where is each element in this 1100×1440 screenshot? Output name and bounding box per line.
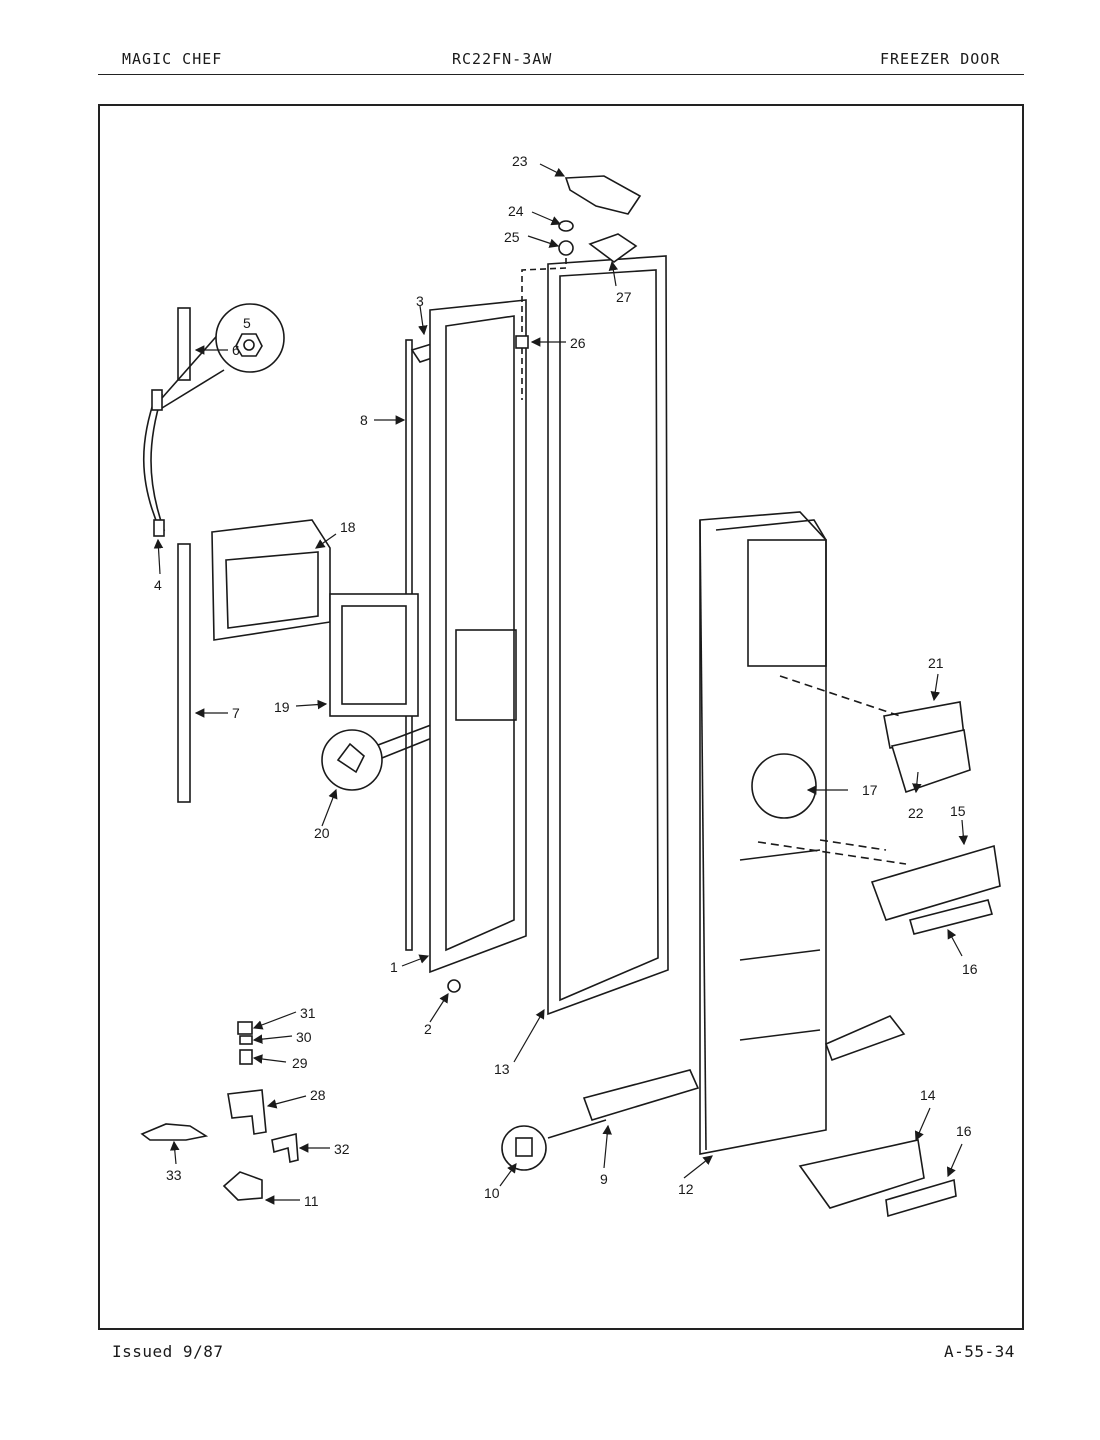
callout-22: 22 [908,805,924,821]
part-20-knob-detail [321,729,383,791]
callout-14: 14 [920,1087,936,1103]
part-11-hinge-cover [222,1171,263,1201]
section-title: FREEZER DOOR [880,50,1001,68]
callout-31: 31 [300,1005,316,1021]
callout-21: 21 [928,655,944,671]
callout-18: 18 [340,519,356,535]
part-31-cap [237,1021,253,1035]
part-29-pin [239,1049,253,1065]
part-33-hinge-plate [140,1123,209,1141]
part-10-switch-detail [501,1125,547,1171]
part-26-nut [515,335,529,349]
callout-17: 17 [862,782,878,798]
part-24-washer [558,220,574,232]
part-32-bracket [271,1132,299,1163]
callout-13: 13 [494,1061,510,1077]
part-6-trim-strip [177,307,191,381]
callout-25: 25 [504,229,520,245]
callout-4: 4 [154,577,162,593]
callout-16-upper: 16 [962,961,978,977]
callout-12: 12 [678,1181,694,1197]
part-2-plug [447,979,461,993]
callout-8: 8 [360,412,368,428]
part-18-frame [211,519,331,641]
part-23-top-hinge [564,175,642,215]
callout-5: 5 [243,315,251,331]
callout-15: 15 [950,803,966,819]
callout-11: 11 [304,1193,319,1209]
callout-20: 20 [314,825,330,841]
part-12-door-panel [699,511,827,1155]
callout-30: 30 [296,1029,312,1045]
part-5-nut-detail [215,303,285,373]
diagram-code: A-55-34 [944,1342,1015,1361]
model-number: RC22FN-3AW [452,50,553,68]
callout-32: 32 [334,1141,350,1157]
issued-date: Issued 9/87 [112,1342,224,1361]
part-16-bin-trim-lower [885,1178,957,1218]
callout-9: 9 [600,1171,608,1187]
callout-3: 3 [416,293,424,309]
part-30-spacer [239,1035,253,1045]
callout-27: 27 [616,289,632,305]
part-14-door-bin [798,1139,925,1209]
callout-26: 26 [570,335,586,351]
callout-6: 6 [232,342,240,358]
callout-23: 23 [512,153,528,169]
callout-24: 24 [508,203,524,219]
part-9-bracket [582,1069,700,1121]
callout-7: 7 [232,705,240,721]
callout-29: 29 [292,1055,308,1071]
callout-33: 33 [166,1167,182,1183]
part-4-handle [142,394,166,531]
part-27-hinge-plate [588,233,638,263]
part-25-bushing [558,240,574,256]
brand-title: MAGIC CHEF [122,50,223,68]
callout-28: 28 [310,1087,326,1103]
callout-19: 19 [274,699,290,715]
part-1-door-liner [429,299,527,974]
part-15-door-bin [870,844,1001,921]
diagram-frame [98,104,1024,1330]
part-7-trim-strip [177,543,191,803]
part-19-plate [329,593,419,717]
callout-16-lower: 16 [956,1123,972,1139]
callout-2: 2 [424,1021,432,1037]
callout-10: 10 [484,1185,500,1201]
part-16-bin-trim-upper [909,899,993,935]
header-rule [98,74,1024,75]
part-22-dispenser-bin [890,729,971,794]
part-13-gasket [547,255,669,1016]
part-28-lower-hinge [227,1089,267,1135]
callout-1: 1 [390,959,398,975]
